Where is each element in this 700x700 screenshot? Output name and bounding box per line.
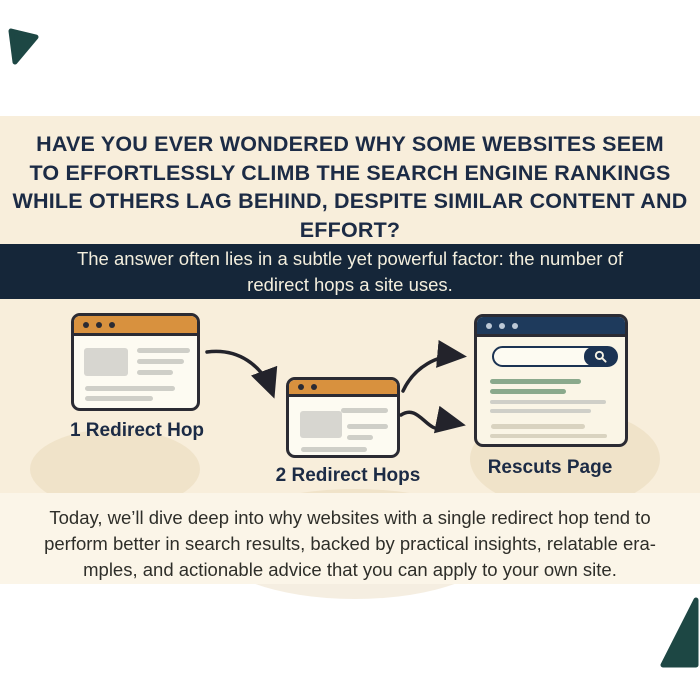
- text-line: [347, 424, 388, 429]
- footer-line: Today, we’ll dive deep into why websites…: [49, 507, 651, 528]
- headline: HAVE YOU EVER WONDERED WHY SOME WEBSITES…: [0, 130, 700, 244]
- window-dot-icon: [486, 322, 492, 329]
- result-line-green: [490, 389, 566, 394]
- footer-line: mples, and actionable advice that you ca…: [83, 559, 617, 580]
- window-dot-icon: [512, 322, 518, 329]
- text-line: [301, 447, 367, 452]
- result-line: [491, 424, 585, 429]
- window-label-two-hops: 2 Redirect Hops: [275, 465, 421, 486]
- banner-line: redirect hops a site uses.: [247, 274, 453, 295]
- redirect-flow-diagram: 1 Redirect Hop 2 Redirect Hops Rescuts P…: [0, 299, 700, 599]
- search-button: [584, 347, 617, 366]
- banner-line: The answer often lies in a subtle yet po…: [76, 248, 624, 269]
- browser-titlebar: [74, 316, 197, 336]
- text-line: [85, 386, 175, 391]
- image-placeholder: [84, 348, 128, 376]
- window-dot-icon: [83, 321, 89, 328]
- image-placeholder: [300, 411, 342, 438]
- window-dot-icon: [109, 321, 115, 328]
- headline-line: TO EFFORTLESSLY CLIMB THE SEARCH ENGINE …: [29, 160, 671, 185]
- text-line: [341, 408, 388, 413]
- browser-window-two-hops: [286, 377, 400, 458]
- browser-titlebar: [477, 317, 625, 337]
- browser-window-one-hop: [71, 313, 200, 411]
- window-dot-icon: [311, 384, 317, 390]
- window-control-dots: [83, 321, 115, 328]
- headline-line: WHILE OTHERS LAG BEHIND, DESPITE SIMILAR…: [12, 189, 688, 213]
- footer-paragraph: Today, we’ll dive deep into why websites…: [0, 493, 700, 584]
- window-label-one-hop: 1 Redirect Hop: [69, 420, 205, 441]
- text-line: [137, 359, 184, 364]
- browser-window-results: [474, 314, 628, 447]
- corner-accent-bottom-right: [660, 597, 699, 668]
- poster-background: HAVE YOU EVER WONDERED WHY SOME WEBSITES…: [0, 116, 700, 599]
- headline-line: HAVE YOU EVER WONDERED WHY SOME WEBSITES…: [36, 132, 664, 156]
- text-line: [347, 435, 373, 440]
- search-icon: [594, 350, 607, 363]
- window-dot-icon: [298, 384, 304, 390]
- corner-accent-top-left: [8, 28, 39, 65]
- window-control-dots: [486, 322, 518, 329]
- text-line: [137, 370, 173, 375]
- browser-titlebar: [289, 380, 397, 397]
- window-dot-icon: [499, 322, 505, 329]
- arrow-two-to-results-bottom-icon: [399, 405, 466, 434]
- arrow-one-to-two-icon: [205, 349, 278, 399]
- text-line: [137, 348, 190, 353]
- window-control-dots: [298, 384, 317, 390]
- result-line: [490, 434, 607, 438]
- result-line: [490, 400, 606, 404]
- text-line: [85, 396, 153, 401]
- window-dot-icon: [96, 321, 102, 328]
- search-bar: [492, 346, 618, 367]
- result-line: [490, 409, 591, 413]
- result-line-green: [490, 379, 581, 384]
- arrow-two-to-results-top-icon: [401, 340, 467, 393]
- headline-line: EFFORT?: [299, 217, 401, 242]
- window-label-results: Rescuts Page: [487, 457, 613, 478]
- footer-line: perform better in search results, backed…: [44, 533, 656, 554]
- subheadline-banner: The answer often lies in a subtle yet po…: [0, 244, 700, 299]
